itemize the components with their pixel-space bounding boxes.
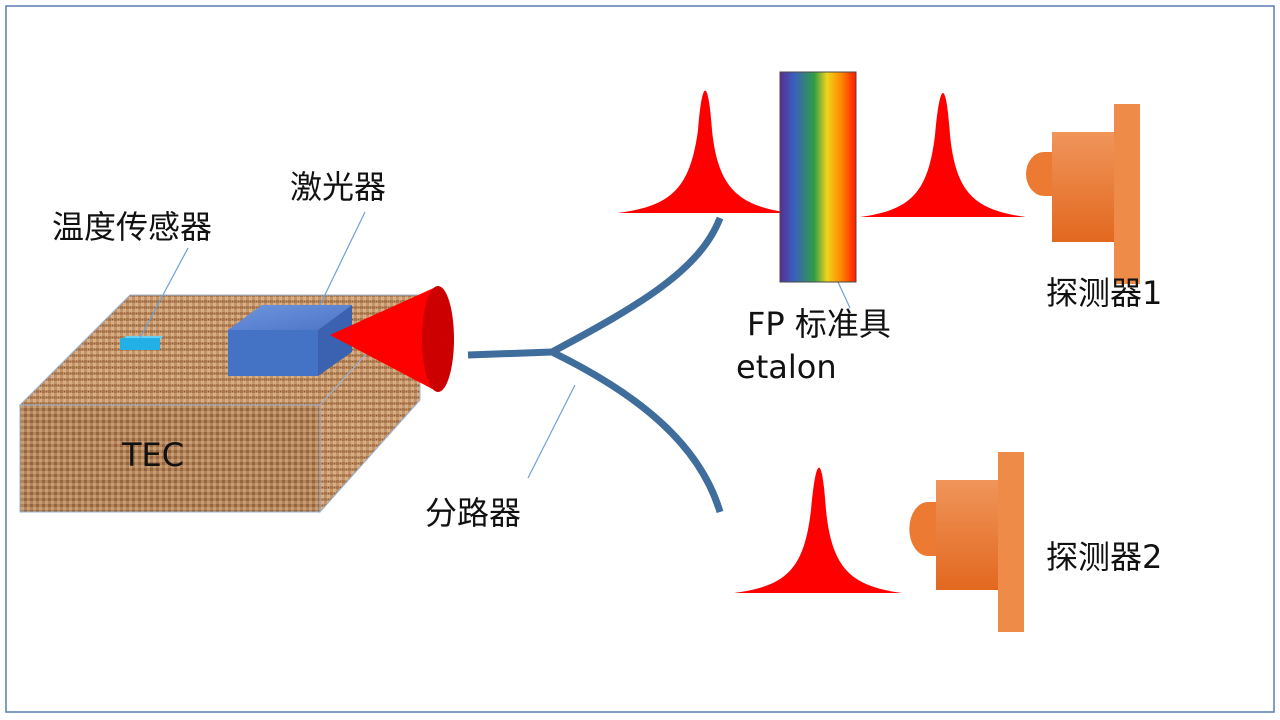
label-splitter: 分路器 bbox=[425, 494, 521, 532]
label-laser: 激光器 bbox=[290, 168, 386, 206]
pulse-to-detector-2 bbox=[734, 467, 902, 593]
laser-emission-cone bbox=[330, 286, 454, 392]
label-temperature-sensor: 温度传感器 bbox=[52, 208, 212, 246]
label-detector-1: 探测器1 bbox=[1046, 274, 1162, 312]
detector-2 bbox=[909, 452, 1024, 632]
pulse-after-etalon bbox=[860, 92, 1026, 217]
label-detector-2: 探测器2 bbox=[1046, 538, 1162, 576]
detector-1 bbox=[1026, 104, 1140, 284]
fiber-splitter bbox=[467, 216, 724, 514]
laser-body bbox=[228, 305, 352, 376]
pulse-before-etalon bbox=[618, 90, 790, 213]
label-fp-etalon-cn: FP 标准具 bbox=[747, 305, 891, 343]
leader-lines bbox=[139, 211, 851, 479]
temperature-sensor bbox=[120, 336, 163, 350]
label-tec: TEC bbox=[121, 436, 184, 474]
label-fp-etalon-en: etalon bbox=[736, 348, 837, 386]
fp-etalon bbox=[779, 71, 857, 283]
